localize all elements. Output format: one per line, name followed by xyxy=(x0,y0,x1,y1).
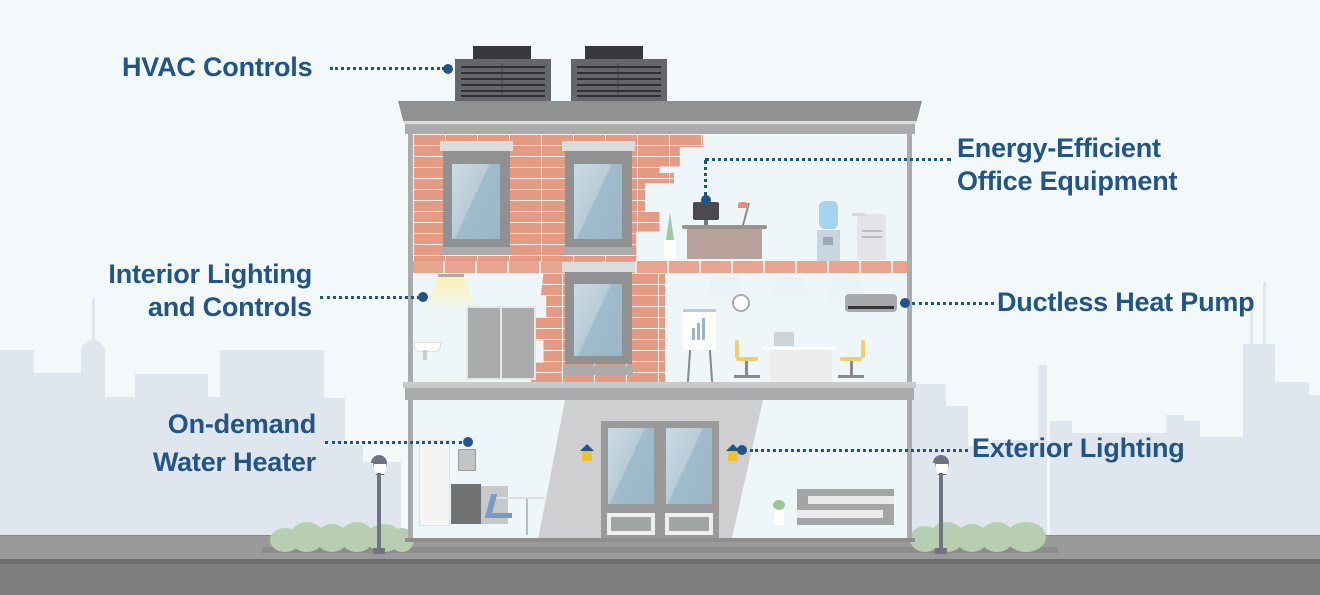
roof xyxy=(398,101,922,121)
roof-trim xyxy=(404,121,916,124)
pin-hvac xyxy=(443,64,453,74)
right-column xyxy=(907,134,912,539)
brick-floor-slab xyxy=(413,261,907,273)
curb xyxy=(0,559,1320,564)
pin-office xyxy=(701,195,711,205)
leader-line-exterior xyxy=(750,449,968,452)
callout-water-heater: On-demand Water Heater xyxy=(60,405,316,481)
pin-waterheater xyxy=(463,437,473,447)
floor-slab-lower-edge xyxy=(405,388,914,400)
callout-ductless-heat-pump: Ductless Heat Pump xyxy=(997,286,1255,319)
callout-office-equipment: Energy-Efficient Office Equipment xyxy=(957,132,1178,198)
callout-heatpump-line1: Ductless Heat Pump xyxy=(997,287,1255,317)
leader-line-office-vertical xyxy=(704,160,707,196)
callout-lighting-line1: Interior Lighting xyxy=(108,259,312,289)
callout-lighting-line2: and Controls xyxy=(147,292,312,322)
callout-exterior-line1: Exterior Lighting xyxy=(972,433,1185,463)
building-base xyxy=(405,538,915,542)
callout-office-line1: Energy-Efficient xyxy=(957,133,1161,163)
pin-heatpump xyxy=(900,298,910,308)
callout-office-line2: Office Equipment xyxy=(957,166,1178,196)
refrigerator xyxy=(419,440,450,526)
ceiling-light xyxy=(438,274,464,277)
leader-line-office-horizontal xyxy=(705,158,951,161)
callout-hvac-line1: HVAC Controls xyxy=(122,52,313,82)
floor-slab-lower xyxy=(403,382,916,388)
callout-waterheater-line2: Water Heater xyxy=(152,447,316,477)
road xyxy=(0,564,1320,595)
pin-exterior xyxy=(737,445,747,455)
wall-clock xyxy=(732,294,750,312)
callout-waterheater-line1: On-demand xyxy=(167,409,316,439)
leader-line-hvac xyxy=(330,67,445,70)
pin-lighting xyxy=(418,292,428,302)
left-column xyxy=(408,134,413,539)
leader-line-heatpump xyxy=(912,302,994,305)
callout-interior-lighting: Interior Lighting and Controls xyxy=(60,258,312,324)
planter-curb xyxy=(262,547,1058,553)
roof-beam xyxy=(405,124,915,134)
callout-hvac-controls: HVAC Controls xyxy=(122,51,313,84)
leader-line-lighting xyxy=(320,296,420,299)
leader-line-waterheater xyxy=(325,441,462,444)
desk-lamp-shade xyxy=(738,202,748,208)
callout-exterior-lighting: Exterior Lighting xyxy=(972,432,1185,465)
